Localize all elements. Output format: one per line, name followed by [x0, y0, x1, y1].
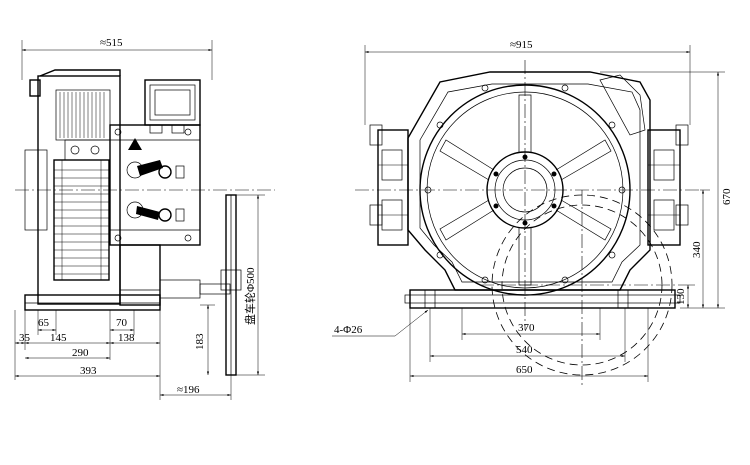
dim-290: 290: [72, 347, 89, 359]
dim-196: ≈196: [177, 384, 200, 396]
dim-130: 130: [675, 288, 687, 305]
front-view: [355, 60, 700, 385]
dim-183: 183: [194, 333, 206, 350]
dim-35: 35: [19, 332, 31, 344]
dim-340: 340: [691, 241, 703, 258]
brake-unit: [64, 124, 201, 246]
holes-label: 4-Φ26: [334, 324, 363, 336]
handwheel: [220, 194, 242, 376]
dim-540: 540: [516, 344, 533, 356]
front-view-dimensions: [332, 45, 725, 382]
dim-145: 145: [50, 332, 67, 344]
dim-670: 670: [721, 188, 733, 205]
dim-650: 650: [516, 364, 533, 376]
dim-70: 70: [116, 317, 128, 329]
dim-138: 138: [118, 332, 135, 344]
dim-393: 393: [80, 365, 97, 377]
traction-sheave: [53, 159, 110, 281]
brake-drum: [55, 89, 111, 141]
dim-370: 370: [518, 322, 535, 334]
brake-right: [647, 124, 689, 246]
brake-left: [369, 124, 409, 246]
dim-front-width: ≈915: [510, 39, 533, 51]
dim-65: 65: [38, 317, 50, 329]
dim-side-width: ≈515: [100, 37, 123, 49]
side-view-dimensions: [14, 40, 265, 400]
handwheel-label: 盘车轮Φ500: [243, 267, 257, 325]
side-view: [15, 69, 275, 376]
junction-box: [144, 79, 201, 134]
